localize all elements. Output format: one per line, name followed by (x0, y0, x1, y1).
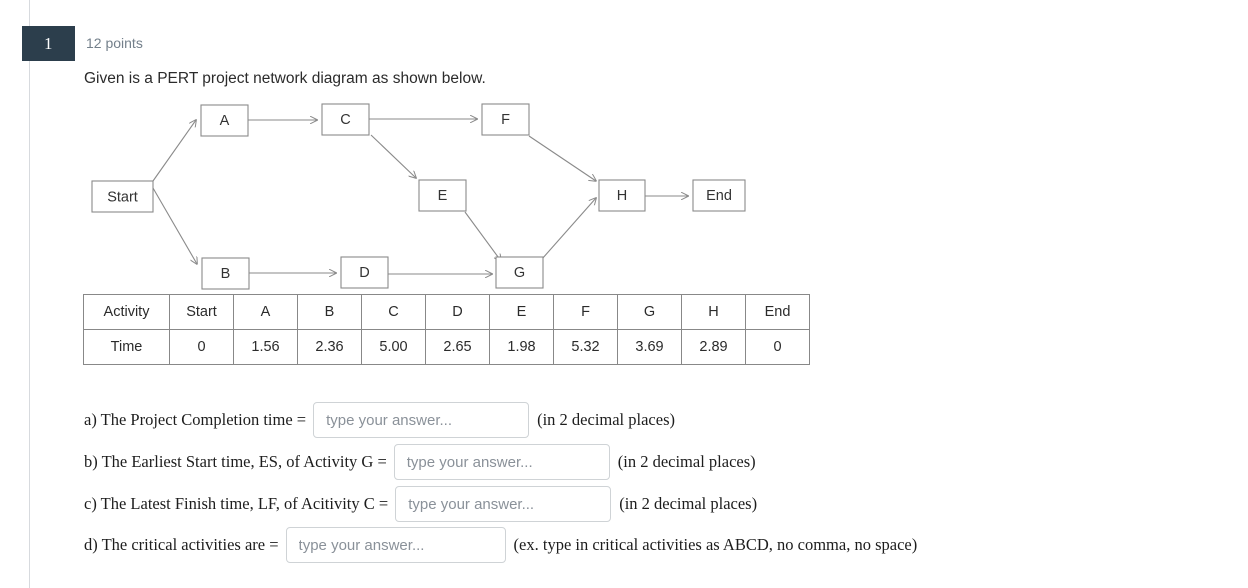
diagram-node-c: C (321, 103, 370, 136)
table-header-time: Time (83, 329, 170, 365)
node-label-g: G (514, 265, 525, 281)
answer-b-hint: (in 2 decimal places) (617, 452, 756, 471)
table-cell-activity-h: H (681, 294, 746, 330)
node-label-e: E (438, 188, 448, 204)
table-cell-time-f: 5.32 (553, 329, 618, 365)
answer-d-input[interactable] (285, 527, 506, 563)
node-label-f: F (501, 112, 510, 128)
table-cell-activity-e: E (489, 294, 554, 330)
diagram-node-a: A (200, 104, 249, 137)
diagram-node-f: F (481, 103, 530, 136)
diagram-node-g: G (495, 256, 544, 289)
table-cell-time-start: 0 (169, 329, 234, 365)
node-label-b: B (221, 266, 231, 282)
node-label-a: A (220, 113, 230, 129)
activity-time-table: Activity Start A B C D E F G H End Time … (83, 294, 810, 365)
question-number-badge: 1 (22, 26, 75, 61)
question-prompt: Given is a PERT project network diagram … (84, 70, 486, 87)
table-cell-activity-end: End (745, 294, 810, 330)
table-cell-activity-b: B (297, 294, 362, 330)
table-cell-time-end: 0 (745, 329, 810, 365)
answer-row-b: b) The Earliest Start time, ES, of Activ… (84, 444, 756, 480)
answer-a-hint: (in 2 decimal places) (537, 410, 675, 429)
table-cell-activity-d: D (425, 294, 490, 330)
diagram-node-e: E (418, 179, 467, 212)
table-cell-time-c: 5.00 (361, 329, 426, 365)
node-label-start: Start (107, 190, 138, 206)
answer-row-d: d) The critical activities are = (ex. ty… (84, 527, 917, 563)
answer-d-label: d) The critical activities are = (84, 535, 279, 554)
diagram-node-h: H (598, 179, 646, 212)
table-row-activity: Activity Start A B C D E F G H End (83, 294, 810, 330)
answer-c-input[interactable] (395, 486, 612, 522)
node-label-d: D (359, 265, 369, 281)
answer-c-label: c) The Latest Finish time, LF, of Acitiv… (84, 494, 389, 513)
node-label-h: H (617, 188, 627, 204)
answer-row-a: a) The Project Completion time = (in 2 d… (84, 402, 675, 438)
table-cell-time-d: 2.65 (425, 329, 490, 365)
table-cell-activity-f: F (553, 294, 618, 330)
diagram-node-b: B (201, 257, 250, 290)
node-label-end: End (706, 188, 732, 204)
diagram-node-end: End (692, 179, 746, 212)
question-rail (29, 0, 30, 588)
diagram-node-d: D (340, 256, 389, 289)
table-cell-time-e: 1.98 (489, 329, 554, 365)
diagram-node-start: Start (91, 180, 154, 213)
node-label-c: C (340, 112, 350, 128)
pert-network-diagram: Start A B C D E F G (84, 98, 784, 294)
table-cell-activity-a: A (233, 294, 298, 330)
table-cell-activity-start: Start (169, 294, 234, 330)
answer-a-label: a) The Project Completion time = (84, 410, 307, 429)
table-cell-time-a: 1.56 (233, 329, 298, 365)
answer-row-c: c) The Latest Finish time, LF, of Acitiv… (84, 486, 757, 522)
table-cell-time-g: 3.69 (617, 329, 682, 365)
table-row-time: Time 0 1.56 2.36 5.00 2.65 1.98 5.32 3.6… (83, 329, 810, 365)
answer-a-input[interactable] (313, 402, 530, 438)
answer-d-hint: (ex. type in critical activities as ABCD… (513, 535, 918, 554)
answer-c-hint: (in 2 decimal places) (619, 494, 758, 513)
answer-b-input[interactable] (393, 444, 610, 480)
table-cell-time-b: 2.36 (297, 329, 362, 365)
table-cell-activity-g: G (617, 294, 682, 330)
table-header-activity: Activity (83, 294, 170, 330)
table-cell-time-h: 2.89 (681, 329, 746, 365)
question-points-label: 12 points (86, 35, 143, 51)
answer-b-label: b) The Earliest Start time, ES, of Activ… (84, 452, 387, 471)
table-cell-activity-c: C (361, 294, 426, 330)
diagram-edges (152, 119, 688, 274)
